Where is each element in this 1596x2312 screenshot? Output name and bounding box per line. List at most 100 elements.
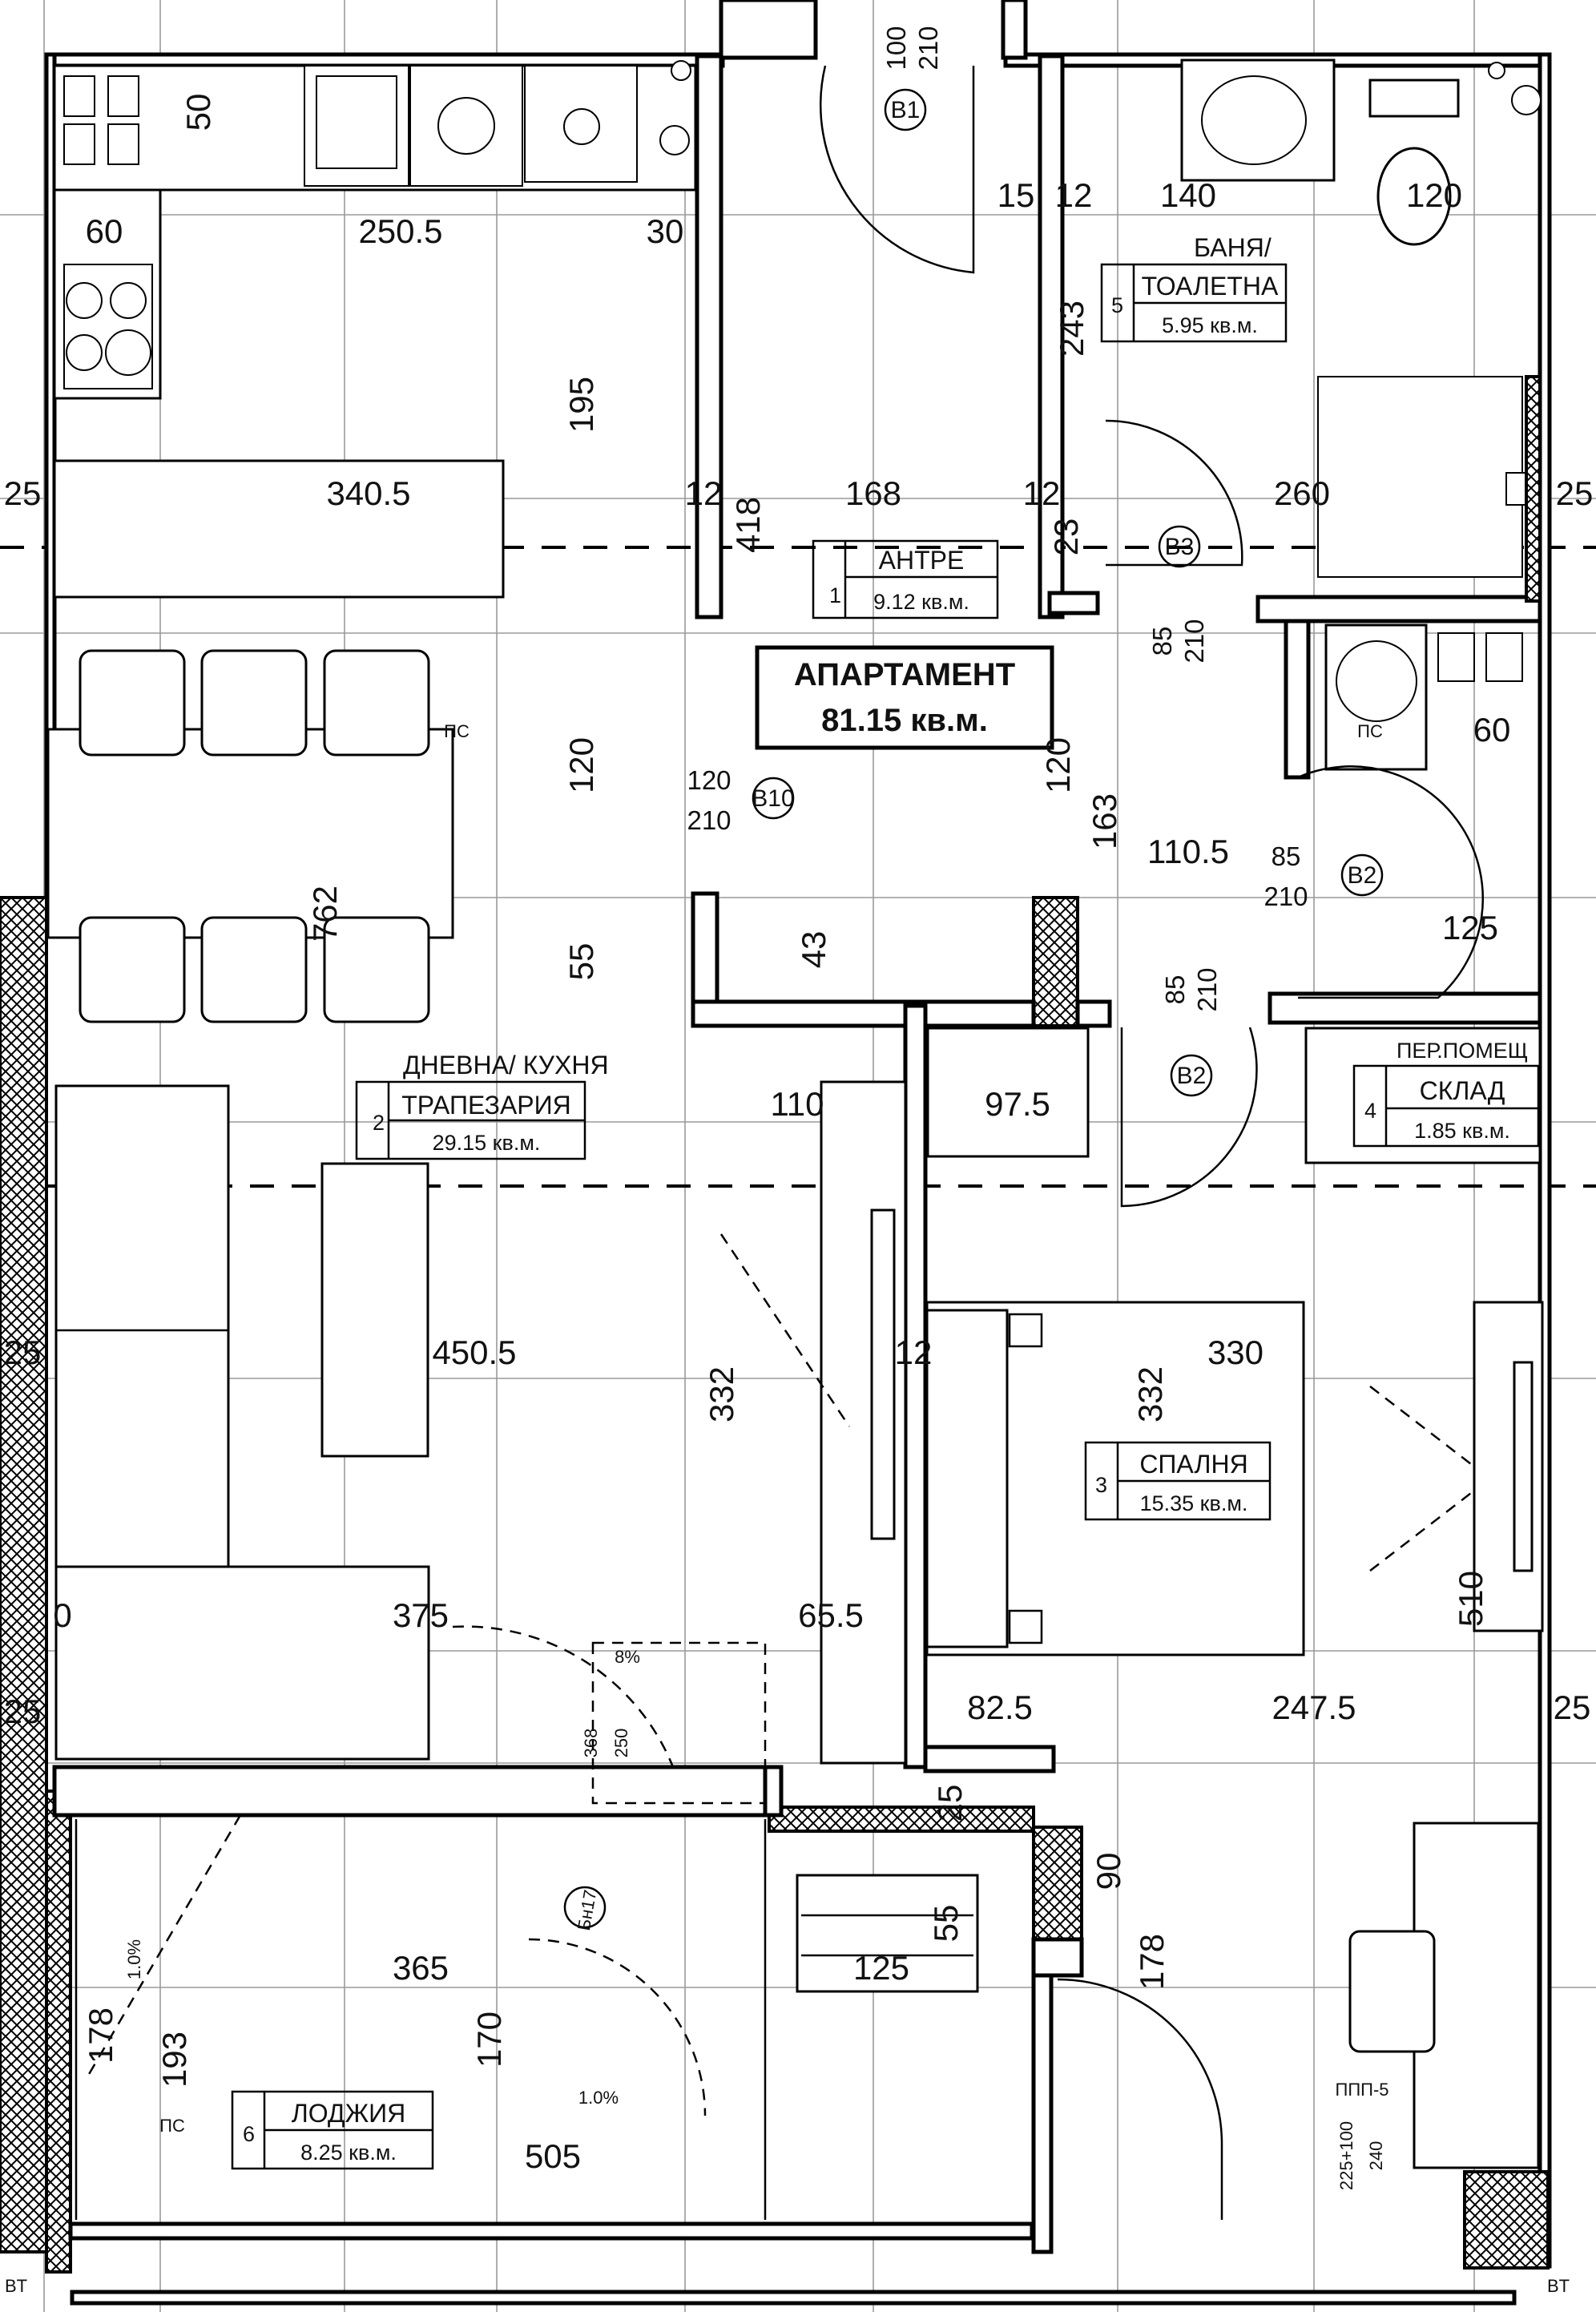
svg-text:BT: BT — [5, 2276, 27, 2296]
svg-text:330: 330 — [1207, 1334, 1264, 1371]
apartment-label: АПАРТАМЕНТ — [794, 657, 1015, 692]
svg-text:243: 243 — [1053, 301, 1090, 357]
door-b10-width: 120 — [687, 765, 731, 795]
svg-text:120: 120 — [1406, 176, 1462, 214]
svg-text:12: 12 — [895, 1334, 933, 1371]
svg-text:505: 505 — [525, 2137, 581, 2175]
room-label-boxes — [231, 263, 1540, 2170]
dining-chairs — [79, 649, 430, 1023]
svg-text:60: 60 — [1473, 711, 1511, 748]
loggia-door-frame — [591, 1641, 767, 1805]
svg-text:25: 25 — [931, 1785, 969, 1822]
room-3-name: СПАЛНЯ — [1139, 1450, 1247, 1479]
svg-text:450.5: 450.5 — [432, 1334, 516, 1371]
room-2-name-2: ТРАПЕЗАРИЯ — [401, 1091, 571, 1120]
hall-closet — [926, 1027, 1090, 1158]
svg-text:418: 418 — [729, 497, 767, 553]
svg-text:110.5: 110.5 — [1147, 833, 1229, 870]
shower-wall — [1525, 375, 1542, 603]
svg-text:178: 178 — [82, 2007, 119, 2064]
svg-text:90: 90 — [1090, 1853, 1127, 1890]
apartment-area: 81.15 кв.м. — [821, 703, 988, 738]
room-4-number: 4 — [1364, 1099, 1376, 1123]
room-4-name-1: ПЕР.ПОМЕЩ — [1396, 1039, 1528, 1063]
room-6-name: ЛОДЖИЯ — [292, 2099, 406, 2128]
door-swing-b3 — [1105, 419, 1243, 567]
bed — [925, 1301, 1305, 1656]
svg-text:240: 240 — [1366, 2141, 1386, 2171]
kitchen-island — [53, 459, 505, 599]
desk-chair — [1348, 1930, 1436, 2053]
svg-text:170: 170 — [470, 2011, 508, 2068]
door-b2a-height: 210 — [1264, 882, 1308, 911]
room-4-area: 1.85 кв.м. — [1414, 1119, 1510, 1143]
svg-text:25: 25 — [1556, 474, 1594, 512]
door-b10-height: 210 — [687, 805, 731, 835]
room-2-name-1: ДНЕВНА/ КУХНЯ — [403, 1051, 609, 1079]
door-b3-height: 210 — [1179, 619, 1209, 663]
storage-room — [1304, 1027, 1542, 1164]
kitchen-units — [53, 60, 697, 400]
door-b10-tag: B10 — [752, 785, 794, 812]
room-1-area: 9.12 кв.м. — [873, 590, 969, 614]
door-swing-b2b — [1120, 1027, 1258, 1208]
svg-text:25: 25 — [1554, 1689, 1591, 1726]
svg-text:110: 110 — [771, 1085, 824, 1123]
svg-text:140: 140 — [1160, 176, 1216, 214]
tv-bedroom — [1513, 1361, 1534, 1572]
bathroom-fixtures — [1180, 59, 1542, 771]
svg-text:97.5: 97.5 — [985, 1085, 1050, 1123]
room-6-area: 8.25 кв.м. — [300, 2141, 397, 2165]
door-swing-b2 — [1297, 765, 1485, 999]
svg-text:250.5: 250.5 — [358, 212, 442, 250]
svg-text:12: 12 — [685, 474, 723, 512]
svg-text:25: 25 — [4, 1693, 42, 1730]
svg-text:250: 250 — [611, 1729, 631, 1758]
svg-text:247.5: 247.5 — [1272, 1689, 1356, 1726]
door-b2b-width: 85 — [1160, 975, 1190, 1005]
dimensions: 50 60 250.5 30 195 340.5 25 12 418 168 1… — [4, 94, 1594, 2296]
door-tags — [563, 88, 1384, 1929]
svg-text:365: 365 — [393, 1949, 449, 1987]
svg-text:762: 762 — [306, 886, 344, 942]
svg-text:332: 332 — [1131, 1366, 1169, 1422]
svg-text:163: 163 — [1086, 793, 1123, 849]
room-5-area: 5.95 кв.м. — [1162, 313, 1258, 337]
room-3-number: 3 — [1095, 1473, 1107, 1497]
door-b1-height: 210 — [913, 26, 943, 70]
svg-text:225+100: 225+100 — [1336, 2121, 1356, 2190]
svg-text:168: 168 — [845, 474, 901, 512]
svg-text:125: 125 — [853, 1949, 909, 1987]
svg-text:ПС: ПС — [159, 2116, 185, 2136]
room-5-name-1: БАНЯ/ — [1194, 233, 1272, 262]
svg-text:12: 12 — [1023, 474, 1061, 512]
door-b3-tag: B3 — [1165, 534, 1195, 560]
svg-text:8%: 8% — [615, 1647, 640, 1667]
svg-text:195: 195 — [562, 377, 600, 433]
svg-text:82.5: 82.5 — [967, 1689, 1033, 1726]
svg-text:375: 375 — [393, 1596, 449, 1634]
door-b2a-width: 85 — [1272, 841, 1301, 871]
svg-text:178: 178 — [1133, 1934, 1171, 1990]
svg-text:23: 23 — [1047, 518, 1085, 556]
sofa — [54, 1084, 430, 1761]
svg-text:65.5: 65.5 — [798, 1596, 864, 1634]
svg-text:340.5: 340.5 — [326, 474, 410, 512]
tv-living — [870, 1208, 896, 1540]
svg-text:55: 55 — [927, 1905, 965, 1943]
loggia-tiles — [75, 1819, 767, 2220]
svg-text:43: 43 — [795, 931, 832, 969]
room-2-area: 29.15 кв.м. — [433, 1131, 541, 1155]
svg-text:25: 25 — [4, 474, 42, 512]
room-5-name-2: ТОАЛЕТНА — [1142, 272, 1279, 301]
svg-text:25: 25 — [4, 1334, 42, 1371]
svg-text:125: 125 — [1442, 909, 1498, 946]
door-b2a-tag: B2 — [1348, 862, 1377, 889]
door-b2b-height: 210 — [1192, 967, 1222, 1011]
svg-text:1.0%: 1.0% — [124, 1939, 144, 1979]
door-swing-bedroom-loggia — [1057, 1978, 1223, 2220]
room-3-area: 15.35 кв.м. — [1140, 1491, 1248, 1515]
svg-text:12: 12 — [1055, 176, 1093, 214]
svg-text:ПС: ПС — [1357, 721, 1383, 741]
svg-text:60: 60 — [86, 212, 123, 250]
